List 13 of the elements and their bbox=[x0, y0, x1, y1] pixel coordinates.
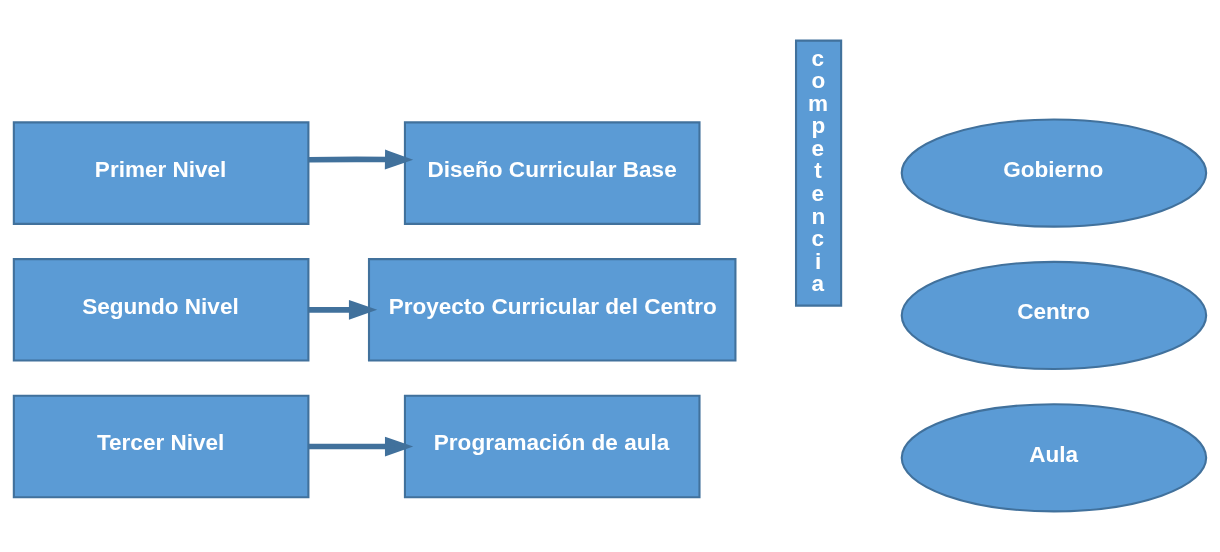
node-box: Programación de aula bbox=[403, 394, 701, 499]
node-box: Primer Nivel bbox=[12, 121, 310, 225]
node-box: Proyecto Curricular del Centro bbox=[367, 258, 737, 362]
node-box: competencia bbox=[795, 39, 843, 307]
arrow bbox=[308, 436, 414, 457]
arrow bbox=[308, 149, 414, 170]
node-box: Tercer Nivel bbox=[12, 394, 310, 499]
arrow bbox=[308, 299, 378, 320]
node-box: Segundo Nivel bbox=[12, 258, 310, 362]
node-ellipse: Aula bbox=[900, 403, 1208, 513]
node-box: Diseño Curricular Base bbox=[403, 121, 701, 225]
node-ellipse: Gobierno bbox=[900, 118, 1208, 228]
node-ellipse: Centro bbox=[900, 260, 1208, 371]
